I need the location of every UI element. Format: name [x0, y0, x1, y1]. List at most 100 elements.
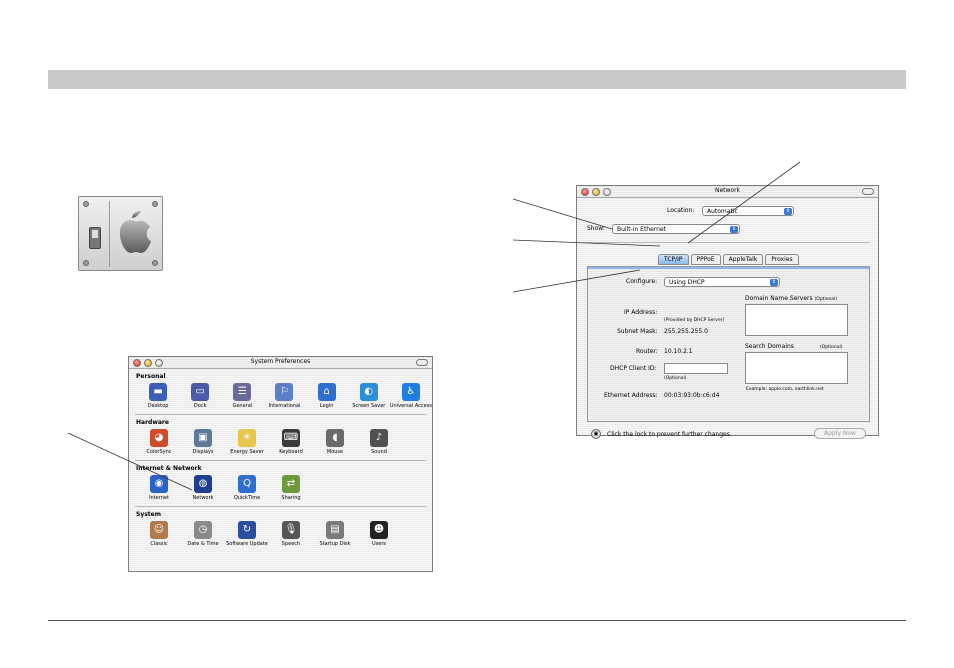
subnet-mask-label: Subnet Mask: — [617, 328, 658, 335]
pref-item-software-update[interactable]: ↻ Software Update — [225, 519, 269, 547]
pref-item-dock[interactable]: ▭ Dock — [179, 381, 221, 409]
pref-item-international[interactable]: ⚐ International — [263, 381, 305, 409]
pref-item-screen-saver[interactable]: ◐Screen Saver — [348, 381, 390, 409]
search-domains-optional: (Optional) — [820, 345, 843, 350]
tab-appletalk[interactable]: AppleTalk — [722, 254, 764, 265]
screw-icon — [152, 201, 158, 207]
universal-access-icon: ♿ — [401, 383, 420, 401]
pref-item-displays[interactable]: ▣Displays — [181, 427, 225, 455]
example-text: Example: apple.com, earthlink.net — [746, 387, 824, 392]
ethernet-address-value: 00:03:93:0b:c6:d4 — [664, 392, 720, 399]
internet-icon: ◉ — [150, 475, 168, 493]
pref-item-desktop[interactable]: ▬Desktop — [137, 381, 179, 409]
icon-row: ◕ ColorSync ▣Displays☀Energy Saver⌨Keyboar… — [136, 427, 432, 455]
pref-item-speech[interactable]: 🎙Speech — [269, 519, 313, 547]
dns-field[interactable] — [745, 304, 848, 336]
pref-item-label: Network — [192, 495, 214, 501]
pref-item-general[interactable]: ☰General — [221, 381, 263, 409]
colorsync-icon: ◕ — [150, 429, 168, 447]
mouse-icon: ◖ — [326, 429, 344, 447]
preferences-sections: Personal▬Desktop ▭ Dock ☰General ⚐ Internatio… — [129, 373, 432, 547]
location-label: Location: — [667, 207, 695, 214]
pref-item-login[interactable]: ⌂ Login — [306, 381, 348, 409]
section-title: Hardware — [136, 419, 169, 426]
apple-logo-icon — [119, 211, 151, 253]
pref-item-label: Sharing — [281, 495, 301, 501]
zoom-button[interactable] — [603, 188, 611, 196]
toolbar-toggle-button[interactable] — [416, 359, 428, 366]
apply-now-button[interactable]: Apply Now — [814, 428, 866, 439]
dhcp-client-id-field[interactable] — [664, 363, 728, 374]
pref-item-mouse[interactable]: ◖Mouse — [313, 427, 357, 455]
minimize-button[interactable] — [592, 188, 600, 196]
pref-item-network[interactable]: ◍Network — [181, 473, 225, 501]
pref-item-label: Screen Saver — [352, 403, 386, 409]
show-select[interactable]: Built-in Ethernet ⇕ — [612, 224, 740, 234]
login-icon: ⌂ — [317, 383, 336, 401]
tab-tcpip[interactable]: TCP/IP — [658, 254, 689, 265]
lock-icon[interactable]: ▣ — [591, 429, 601, 439]
minimize-button[interactable] — [144, 359, 152, 367]
section-title: Personal — [136, 373, 166, 380]
pref-item-startup-disk[interactable]: ▤Startup Disk — [313, 519, 357, 547]
pref-item-label: ColorSync — [146, 449, 172, 455]
pref-item-sound[interactable]: ♪ Sound — [357, 427, 401, 455]
dhcp-client-id-label: DHCP Client ID: — [610, 365, 657, 372]
close-button[interactable] — [133, 359, 141, 367]
show-value: Built-in Ethernet — [617, 226, 666, 233]
location-value: Automatic — [707, 208, 738, 215]
footer-rule — [48, 620, 906, 621]
ethernet-address-label: Ethernet Address: — [604, 392, 658, 399]
pref-item-label: International — [268, 403, 301, 409]
configure-select[interactable]: Using DHCP ⇕ — [664, 277, 780, 287]
zoom-button[interactable] — [155, 359, 163, 367]
pref-item-universal-access[interactable]: ♿Universal Access — [390, 381, 432, 409]
show-label: Show: — [587, 225, 605, 232]
startup-disk-icon: ▤ — [326, 521, 344, 539]
dock-icon: ▭ — [191, 383, 210, 401]
window-title: System Preferences — [250, 358, 311, 365]
international-icon: ⚐ — [275, 383, 294, 401]
location-select[interactable]: Automatic ⇕ — [702, 206, 794, 216]
software-update-icon: ↻ — [238, 521, 256, 539]
section-divider — [135, 460, 426, 461]
sharing-icon: ⇄ — [282, 475, 300, 493]
pref-item-label: Software Update — [226, 541, 268, 547]
pref-item-keyboard[interactable]: ⌨Keyboard — [269, 427, 313, 455]
date-time-icon: ◷ — [194, 521, 212, 539]
pref-item-internet[interactable]: ◉ Internet — [137, 473, 181, 501]
section-0: Personal▬Desktop ▭ Dock ☰General ⚐ Internatio… — [129, 373, 432, 409]
icon-row: ☺Classic◷Date & Time ↻ Software Update🎙Spe… — [136, 519, 432, 547]
section-title: System — [136, 511, 161, 518]
pref-item-label: Dock — [193, 403, 207, 409]
toggle-switch-icon — [89, 227, 101, 249]
search-domains-field[interactable] — [745, 352, 848, 384]
tab-pppoe[interactable]: PPPoE — [690, 254, 721, 265]
lock-text: Click the lock to prevent further change… — [607, 431, 732, 438]
toolbar-toggle-button[interactable] — [862, 188, 874, 195]
callout-line-configure — [512, 269, 641, 293]
pref-item-label: Login — [319, 403, 334, 409]
system-preferences-titlebar[interactable]: System Preferences — [129, 357, 432, 369]
sound-icon: ♪ — [370, 429, 388, 447]
network-titlebar[interactable]: Network — [577, 186, 878, 198]
callout-line-tcpip-tab — [687, 161, 801, 244]
window-title: Network — [714, 187, 741, 194]
close-button[interactable] — [581, 188, 589, 196]
pref-item-label: Sound — [371, 449, 387, 455]
pref-item-users[interactable]: ☻Users — [357, 519, 401, 547]
pref-item-date-time[interactable]: ◷Date & Time — [181, 519, 225, 547]
subnet-mask-value: 255.255.255.0 — [664, 328, 708, 335]
screw-icon — [83, 201, 89, 207]
chevron-updown-icon: ⇕ — [784, 208, 792, 215]
pref-item-colorsync[interactable]: ◕ ColorSync — [137, 427, 181, 455]
pref-item-energy-saver[interactable]: ☀Energy Saver — [225, 427, 269, 455]
pref-item-classic[interactable]: ☺Classic — [137, 519, 181, 547]
pref-item-sharing[interactable]: ⇄ Sharing — [269, 473, 313, 501]
pref-item-label: Internet — [149, 495, 169, 501]
tab-proxies[interactable]: Proxies — [765, 254, 799, 265]
